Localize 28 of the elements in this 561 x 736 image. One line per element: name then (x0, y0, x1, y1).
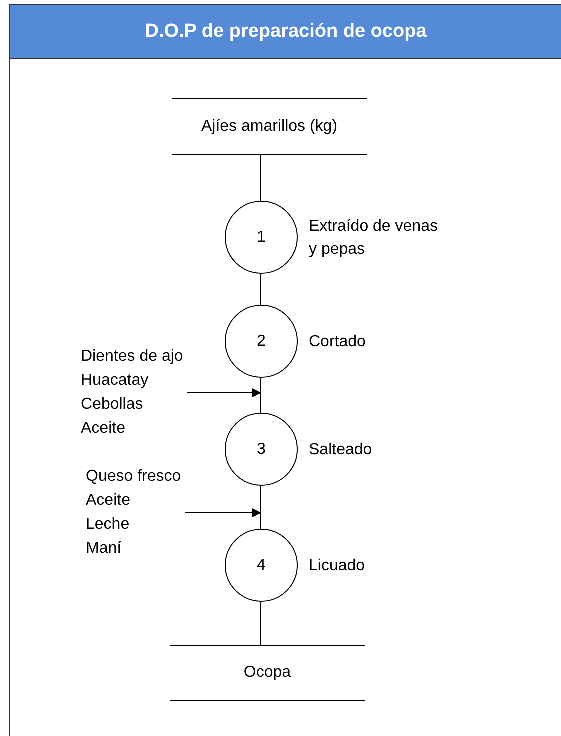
operation-name: Cortado (309, 332, 367, 352)
operation-number: 2 (257, 332, 266, 350)
operation-name: Licuado (309, 556, 366, 576)
material-band (172, 98, 367, 155)
material-band (170, 645, 365, 701)
input-material: Aceite (81, 419, 126, 439)
arrow (186, 388, 262, 398)
input-material: Cebollas (81, 395, 144, 415)
connector-line (260, 602, 262, 646)
material-name: Ajíes amarillos (kg) (201, 118, 338, 136)
material-name: Ocopa (244, 664, 292, 682)
input-material: Queso fresco (86, 467, 182, 487)
input-material: Leche (86, 515, 131, 535)
connector-line (260, 486, 262, 530)
input-material: Dientes de ajo (81, 347, 184, 367)
operation-name: Salteado (309, 440, 374, 460)
operation-name: Extraído de venas y pepas (309, 216, 439, 260)
connector-line (260, 378, 262, 414)
operation-number: 1 (257, 228, 266, 246)
input-material: Huacatay (81, 371, 150, 391)
input-material: Maní (86, 539, 123, 559)
input-material: Aceite (86, 491, 132, 511)
connector-line (260, 274, 262, 306)
arrow (184, 508, 262, 518)
operation-number: 3 (257, 440, 266, 458)
operation-number: 4 (257, 556, 266, 574)
connector-line (260, 154, 262, 202)
title-bar: D.O.P de preparación de ocopa (10, 5, 561, 59)
